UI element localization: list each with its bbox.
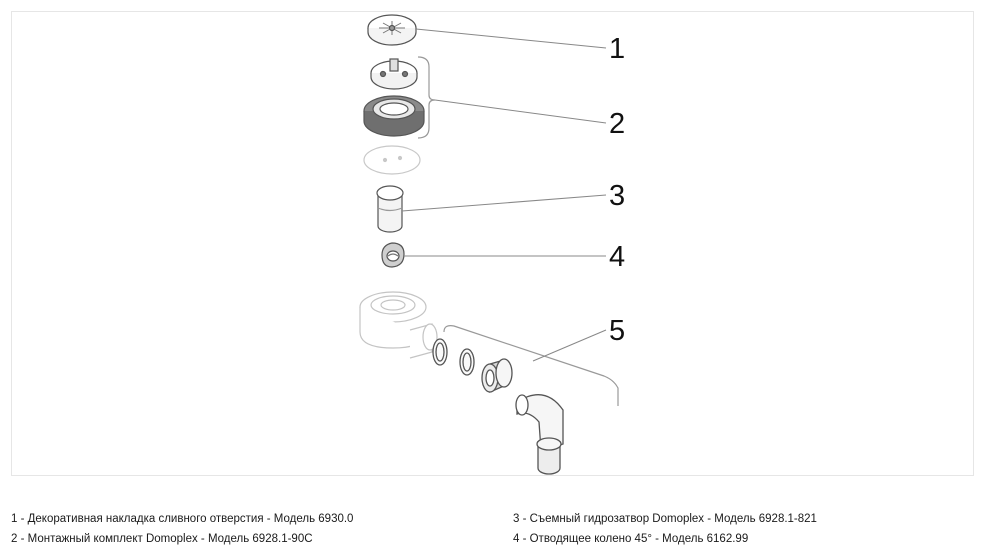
callout-4: 4	[609, 241, 625, 273]
legend-item-3: 3 - Съемный гидрозатвор Domoplex - Модел…	[513, 513, 817, 525]
legend-column-right: 3 - Съемный гидрозатвор Domoplex - Модел…	[513, 509, 817, 549]
outlet-gaskets	[432, 338, 475, 376]
elbow-pipe	[515, 394, 564, 475]
legend-item-1: 1 - Декоративная накладка сливного отвер…	[11, 513, 354, 525]
leader-lines	[401, 28, 607, 362]
outlet-elbow-piece	[381, 242, 405, 268]
callout-3: 3	[609, 180, 625, 212]
union-nut	[481, 358, 513, 393]
exploded-diagram: 1 2 3 4 5	[11, 11, 974, 476]
exploded-view-drawing: 1 2 3 4 5	[359, 14, 625, 475]
group-5-bracket	[443, 325, 619, 406]
legend-item-2: 2 - Монтажный комплект Domoplex - Модель…	[11, 533, 313, 545]
legend-column-left: 1 - Декоративная накладка сливного отвер…	[11, 509, 353, 549]
removable-trap-insert	[376, 185, 404, 233]
callout-5: 5	[609, 315, 625, 347]
parts-legend: 1 - Декоративная накладка сливного отвер…	[11, 509, 974, 553]
decorative-cover-plate	[367, 14, 417, 46]
callout-2: 2	[609, 108, 625, 140]
callout-1: 1	[609, 33, 625, 65]
legend-item-4: 4 - Отводящее колено 45° - Модель 6162.9…	[513, 533, 749, 545]
mounting-kit	[363, 58, 425, 137]
drain-body	[359, 291, 438, 359]
foil-disc	[363, 145, 421, 175]
